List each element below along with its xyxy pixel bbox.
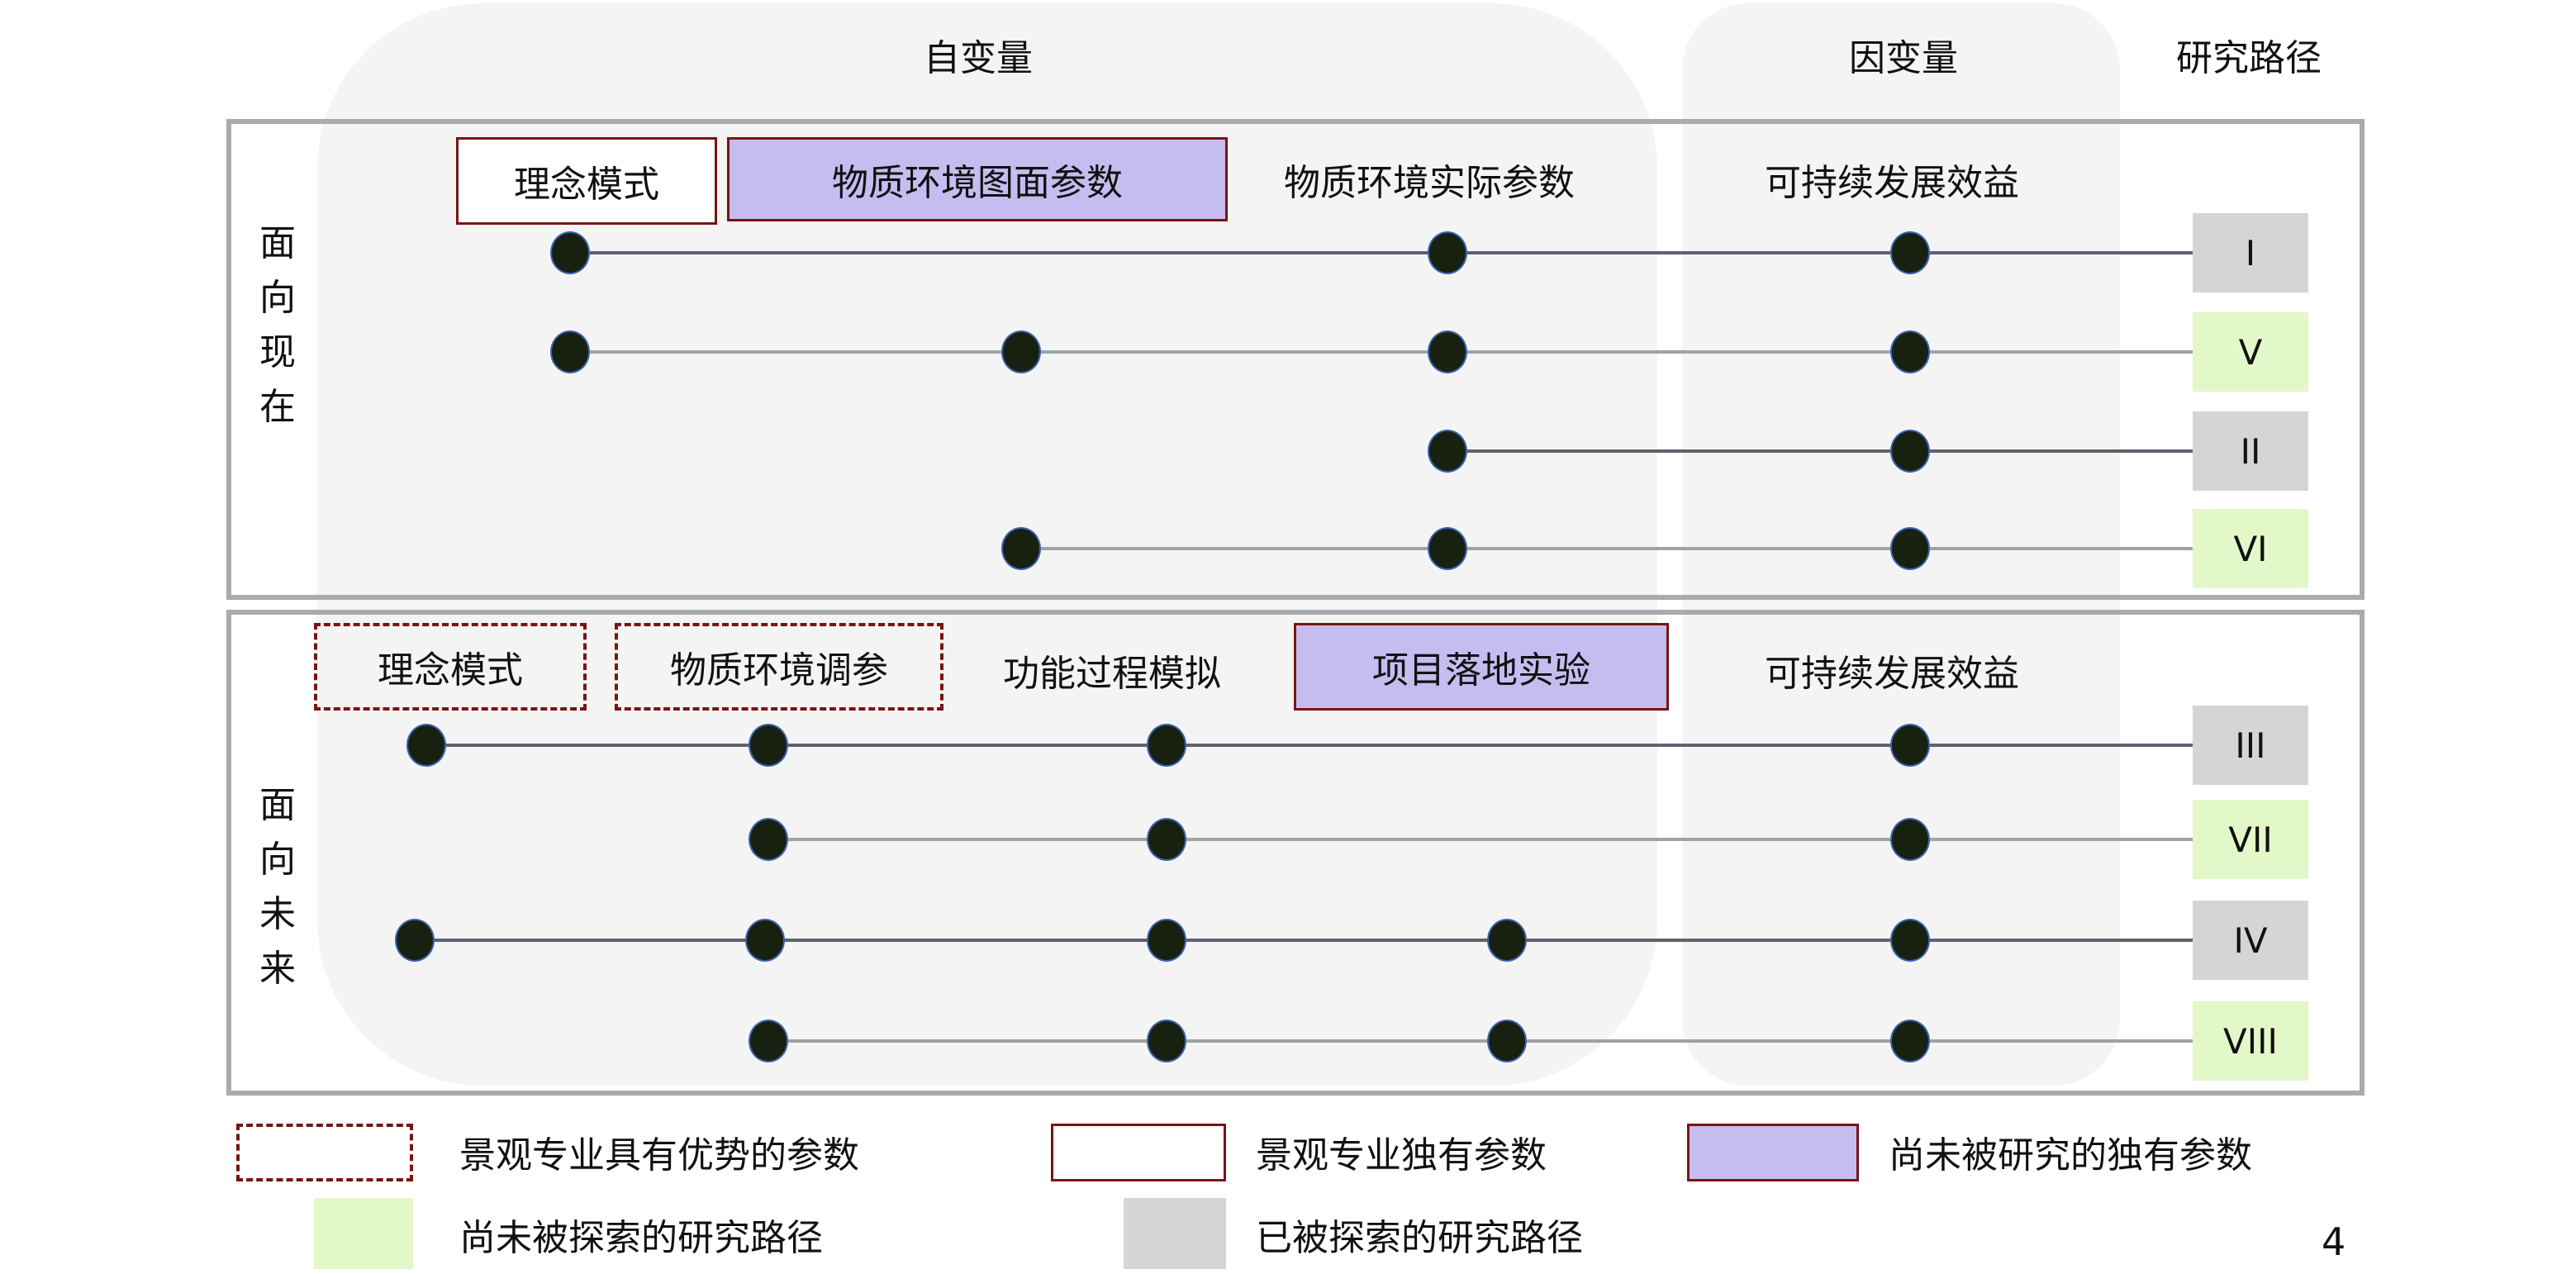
path-node [1892,1021,1928,1061]
path-node [408,725,444,765]
side-label-char: 向 [259,277,296,319]
future-section-frame [226,610,2365,1096]
parameter-label: 理念模式 [314,623,587,711]
path-node [1429,529,1466,568]
path-node [1892,920,1928,960]
parameter-label: 理念模式 [456,137,717,225]
header-research-path: 研究路径 [2176,37,2322,79]
parameter-label: 物质环境调参 [615,623,943,711]
side-label-char: 面 [259,784,296,826]
path-line [1021,547,2193,550]
path-badge-IV: IV [2193,901,2308,980]
parameter-label: 可持续发展效益 [1765,653,2019,695]
path-node [1892,725,1928,765]
path-node [1892,332,1928,372]
path-line [768,838,2193,841]
path-node [1892,233,1928,273]
path-badge-VII: VII [2193,800,2308,879]
side-label-char: 在 [259,386,296,428]
path-node [1003,332,1039,372]
section-side-label: 面向现在 [257,216,298,435]
path-badge-V: V [2193,312,2308,392]
page-number: 4 [2322,1219,2346,1264]
parameter-label: 可持续发展效益 [1765,162,2019,204]
legend-label: 景观专业独有参数 [1256,1134,1547,1177]
header-independent: 自变量 [924,37,1033,79]
parameter-label: 项目落地实验 [1294,623,1669,711]
path-line [426,744,2193,747]
path-node [1429,233,1466,273]
path-node [552,233,588,273]
path-node [1892,529,1928,568]
path-badge-VI: VI [2193,509,2308,588]
side-label-char: 面 [259,222,296,264]
path-line [570,350,2193,354]
section-side-label: 面向未来 [257,778,298,996]
side-label-char: 未 [259,893,296,935]
legend-label: 尚未被探索的研究路径 [459,1217,823,1259]
side-label-char: 向 [259,839,296,881]
present-section-frame [226,119,2365,600]
legend-swatch-purple [1687,1124,1859,1181]
legend-swatch-solid [1051,1124,1226,1181]
path-node [750,725,787,765]
path-line [768,1039,2193,1043]
side-label-char: 现 [259,331,296,373]
legend-label: 尚未被研究的独有参数 [1889,1134,2252,1177]
path-node [1892,431,1928,471]
path-node [1148,820,1185,859]
path-node [397,920,433,960]
path-node [747,920,783,960]
path-node [1429,332,1466,372]
path-node [1148,1021,1185,1061]
path-line [415,939,2193,942]
legend-swatch-unexplored [314,1198,413,1269]
legend-label: 已被探索的研究路径 [1256,1217,1583,1259]
parameter-label: 物质环境实际参数 [1284,162,1575,204]
path-node [1148,725,1185,765]
path-node [552,332,588,372]
path-node [750,1021,787,1061]
path-badge-VIII: VIII [2193,1001,2308,1081]
path-badge-III: III [2193,706,2308,785]
parameter-label: 功能过程模拟 [1003,653,1221,695]
parameter-label: 物质环境图面参数 [727,137,1228,221]
side-label-char: 来 [259,948,296,990]
path-node [1148,920,1185,960]
legend-label: 景观专业具有优势的参数 [459,1134,859,1177]
path-line [570,251,2193,254]
legend-swatch-explored [1124,1198,1226,1269]
path-node [1429,431,1466,471]
path-node [1003,529,1039,568]
path-node [1892,820,1928,859]
path-node [1489,920,1525,960]
path-node [750,820,787,859]
path-badge-I: I [2193,213,2308,292]
header-dependent: 因变量 [1849,37,1958,79]
path-line [1447,449,2193,453]
legend-swatch-dashed [236,1124,413,1181]
path-badge-II: II [2193,411,2308,491]
path-node [1489,1021,1525,1061]
